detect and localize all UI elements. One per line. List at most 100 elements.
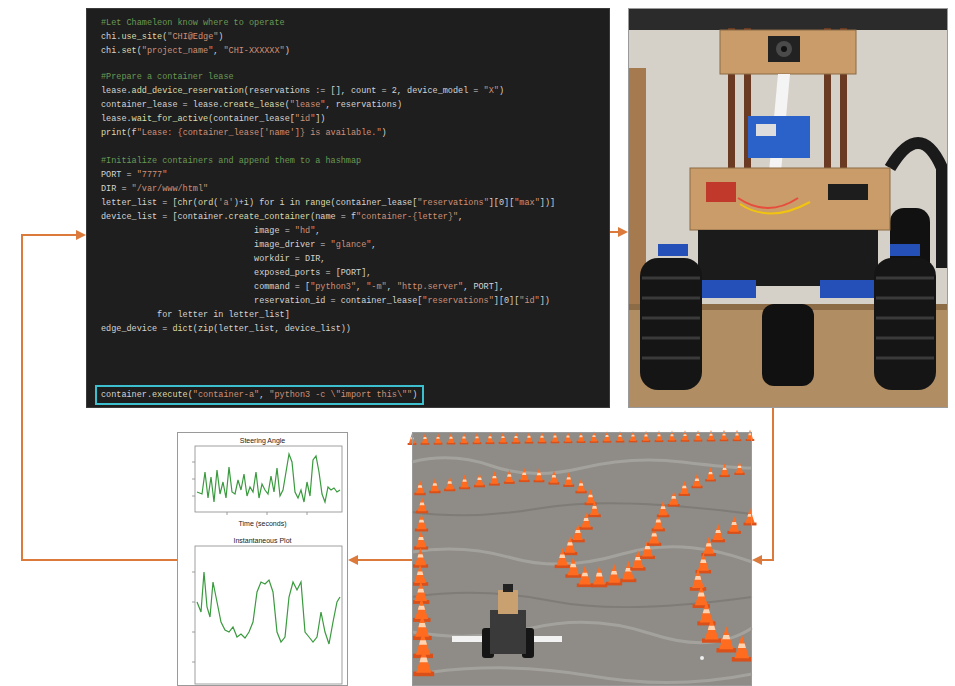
traffic-cone	[719, 463, 729, 477]
code-line: container.execute("container-a", "python…	[101, 389, 417, 401]
robot-car-photo	[628, 8, 948, 408]
connector-line	[358, 559, 412, 561]
traffic-cone	[473, 433, 482, 445]
flow-arrow	[348, 555, 412, 565]
code-token: )	[382, 128, 387, 138]
traffic-cone	[519, 468, 530, 482]
code-token: "CHI@Edge"	[167, 32, 218, 42]
code-line: #Initialize containers and append them t…	[101, 155, 361, 167]
traffic-cone	[444, 476, 455, 491]
code-token: reservation_id = container_lease[	[101, 296, 422, 306]
code-token: "7777"	[137, 170, 168, 180]
code-line: lease.wait_for_active(container_lease["i…	[101, 113, 325, 125]
code-token: #Let Chameleon know where to operate	[101, 18, 285, 28]
code-token: "id"	[295, 114, 315, 124]
chart-panel: Steering AngleTime (seconds)Instantaneou…	[177, 432, 348, 686]
code-token: (	[193, 198, 198, 208]
traffic-cone	[690, 569, 706, 591]
sensor-charts	[177, 432, 348, 686]
traffic-cone	[489, 471, 500, 486]
code-token: (letter_list, device_list))	[213, 324, 351, 334]
code-token: print	[101, 128, 127, 138]
traffic-cone	[571, 524, 585, 543]
traffic-cone	[588, 500, 601, 517]
code-token: (	[213, 198, 218, 208]
traffic-cone	[564, 432, 573, 444]
code-token: "container-{letter}"	[356, 212, 458, 222]
traffic-cone	[414, 480, 425, 495]
code-token: (	[137, 46, 142, 56]
traffic-cone	[563, 536, 578, 555]
traffic-cone	[577, 565, 593, 587]
code-token: chi.	[101, 32, 121, 42]
flow-arrow	[752, 408, 773, 565]
code-token: ])]	[540, 198, 555, 208]
code-token: "CHI-XXXXXX"	[223, 46, 284, 56]
code-token: image =	[101, 226, 295, 236]
highlight-box: container.execute("container-a", "python…	[95, 385, 424, 405]
code-token: ,	[356, 282, 366, 292]
code-token: edge_device =	[101, 324, 172, 334]
code-token: (	[188, 390, 193, 400]
code-token: "X"	[484, 86, 499, 96]
traffic-cone	[486, 432, 495, 444]
code-token: (	[193, 324, 198, 334]
traffic-cone	[657, 501, 670, 518]
traffic-cone	[702, 617, 721, 643]
chart-title: Time (seconds)	[178, 519, 347, 528]
traffic-cone	[727, 516, 740, 534]
code-token: (f	[127, 128, 137, 138]
code-token: (reservations := [], count = 2, device_m…	[244, 86, 484, 96]
traffic-cone	[421, 433, 430, 445]
traffic-cone	[414, 531, 428, 550]
code-token: (container_lease[	[331, 198, 418, 208]
code-line: image = "hd",	[101, 225, 320, 237]
code-token: ,	[371, 240, 376, 250]
traffic-cone	[459, 474, 470, 489]
traffic-cone	[575, 478, 586, 493]
traffic-cone	[412, 564, 428, 586]
code-token: for letter in letter_list]	[101, 310, 290, 320]
code-token: add_device_reservation	[132, 86, 244, 96]
code-line: lease.add_device_reservation(reservation…	[101, 85, 504, 97]
code-token: ])	[540, 296, 550, 306]
code-token: device_list = [container.	[101, 212, 229, 222]
code-token: )	[499, 86, 504, 96]
code-token: execute	[152, 390, 188, 400]
traffic-cone	[565, 557, 581, 578]
code-token: "max"	[514, 198, 540, 208]
code-token: container.	[101, 390, 152, 400]
traffic-cone	[705, 467, 716, 481]
traffic-cone	[744, 508, 757, 525]
traffic-cone	[668, 491, 680, 507]
code-line: workdir = DIR,	[101, 253, 325, 265]
traffic-cone	[413, 547, 428, 567]
code-token: (	[162, 32, 167, 42]
traffic-cone	[555, 548, 570, 568]
traffic-cone	[716, 626, 736, 652]
code-token: zip	[198, 324, 213, 334]
code-token: ,	[315, 226, 320, 236]
code-line: PORT = "7777"	[101, 169, 167, 181]
traffic-cone	[504, 470, 515, 484]
code-line: reservation_id = container_lease["reserv…	[101, 295, 550, 307]
traffic-cone	[447, 433, 456, 445]
code-line: device_list = [container.create_containe…	[101, 211, 463, 223]
traffic-cones	[408, 430, 757, 677]
code-token: ,	[259, 390, 269, 400]
traffic-cone	[525, 432, 534, 444]
code-token: "/var/www/html"	[132, 184, 209, 194]
code-token: ,	[213, 46, 223, 56]
code-token: lease.	[101, 114, 132, 124]
code-line: print(f"Lease: {container_lease['name']}…	[101, 127, 387, 139]
cone-track-photo	[408, 430, 757, 686]
code-token: #Prepare a container lease	[101, 72, 234, 82]
code-token: wait_for_active	[132, 114, 209, 124]
arrow-head	[752, 555, 762, 565]
code-token: "id"	[519, 296, 539, 306]
code-line: #Let Chameleon know where to operate	[101, 17, 285, 29]
code-panel: #Let Chameleon know where to operate chi.…	[86, 8, 610, 408]
arrow-head	[348, 555, 358, 565]
code-token: )	[218, 32, 223, 42]
